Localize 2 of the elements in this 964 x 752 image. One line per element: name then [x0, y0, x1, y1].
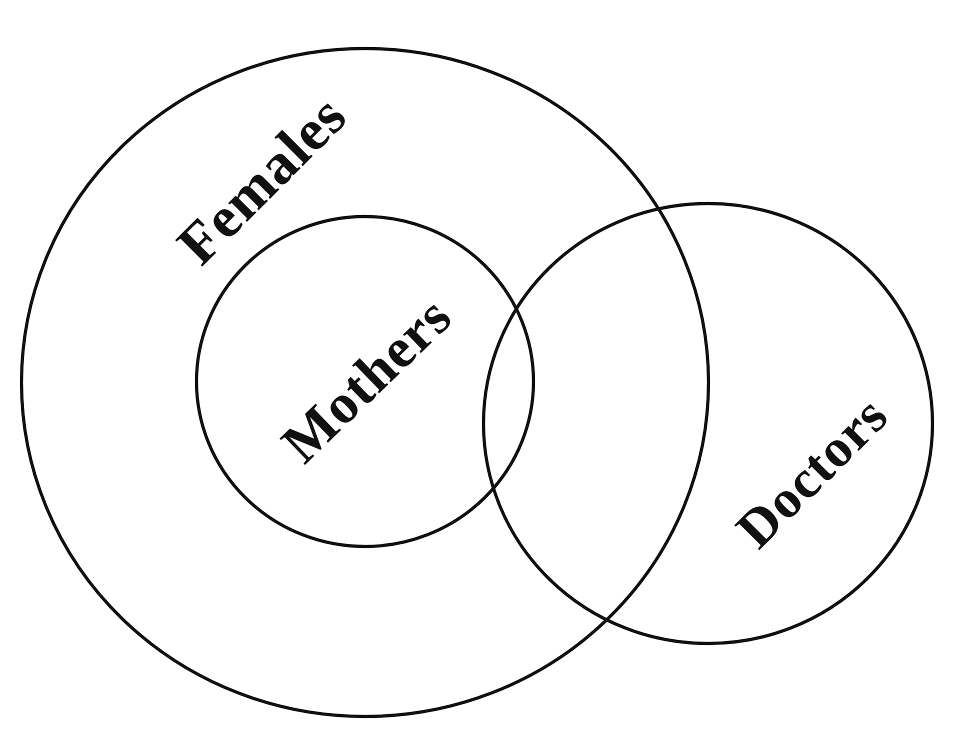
set-circle [482, 202, 934, 645]
set-circle [20, 47, 710, 718]
